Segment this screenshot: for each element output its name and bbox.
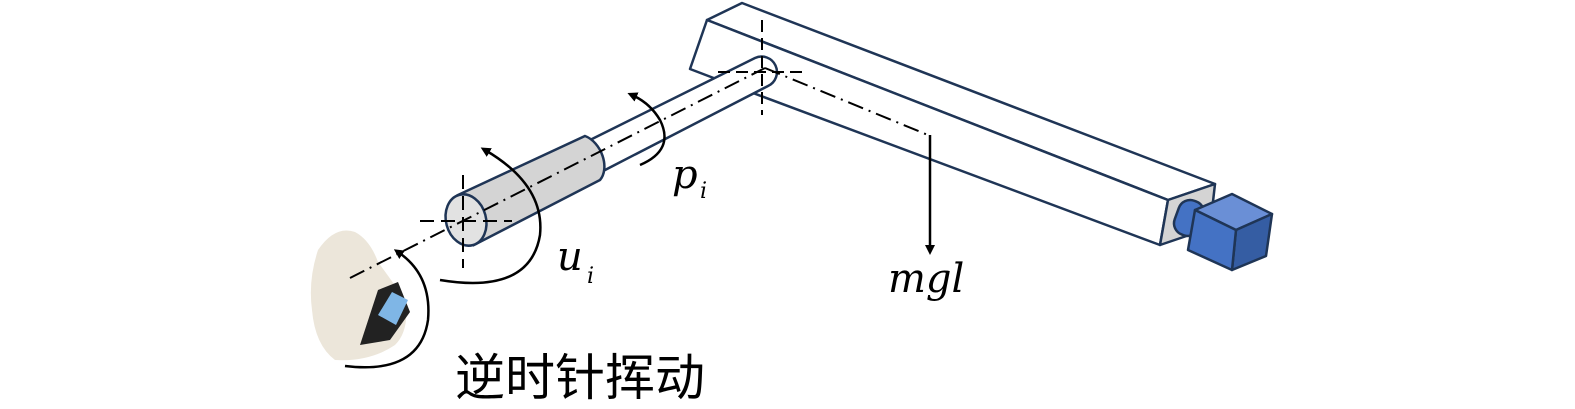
rotation-arrows: [344, 92, 666, 369]
camera-icon: [1172, 192, 1274, 272]
box-arm: [688, 1, 1217, 247]
hand-image: [310, 230, 410, 361]
label-p-sub: i: [700, 179, 707, 204]
label-p: p: [672, 152, 698, 198]
label-mgl: mgl: [888, 256, 964, 302]
label-u-sub: i: [587, 264, 594, 289]
axis-lines: [349, 20, 929, 279]
label-u: u: [557, 234, 583, 280]
caption: 逆时针挥动: [455, 349, 705, 407]
